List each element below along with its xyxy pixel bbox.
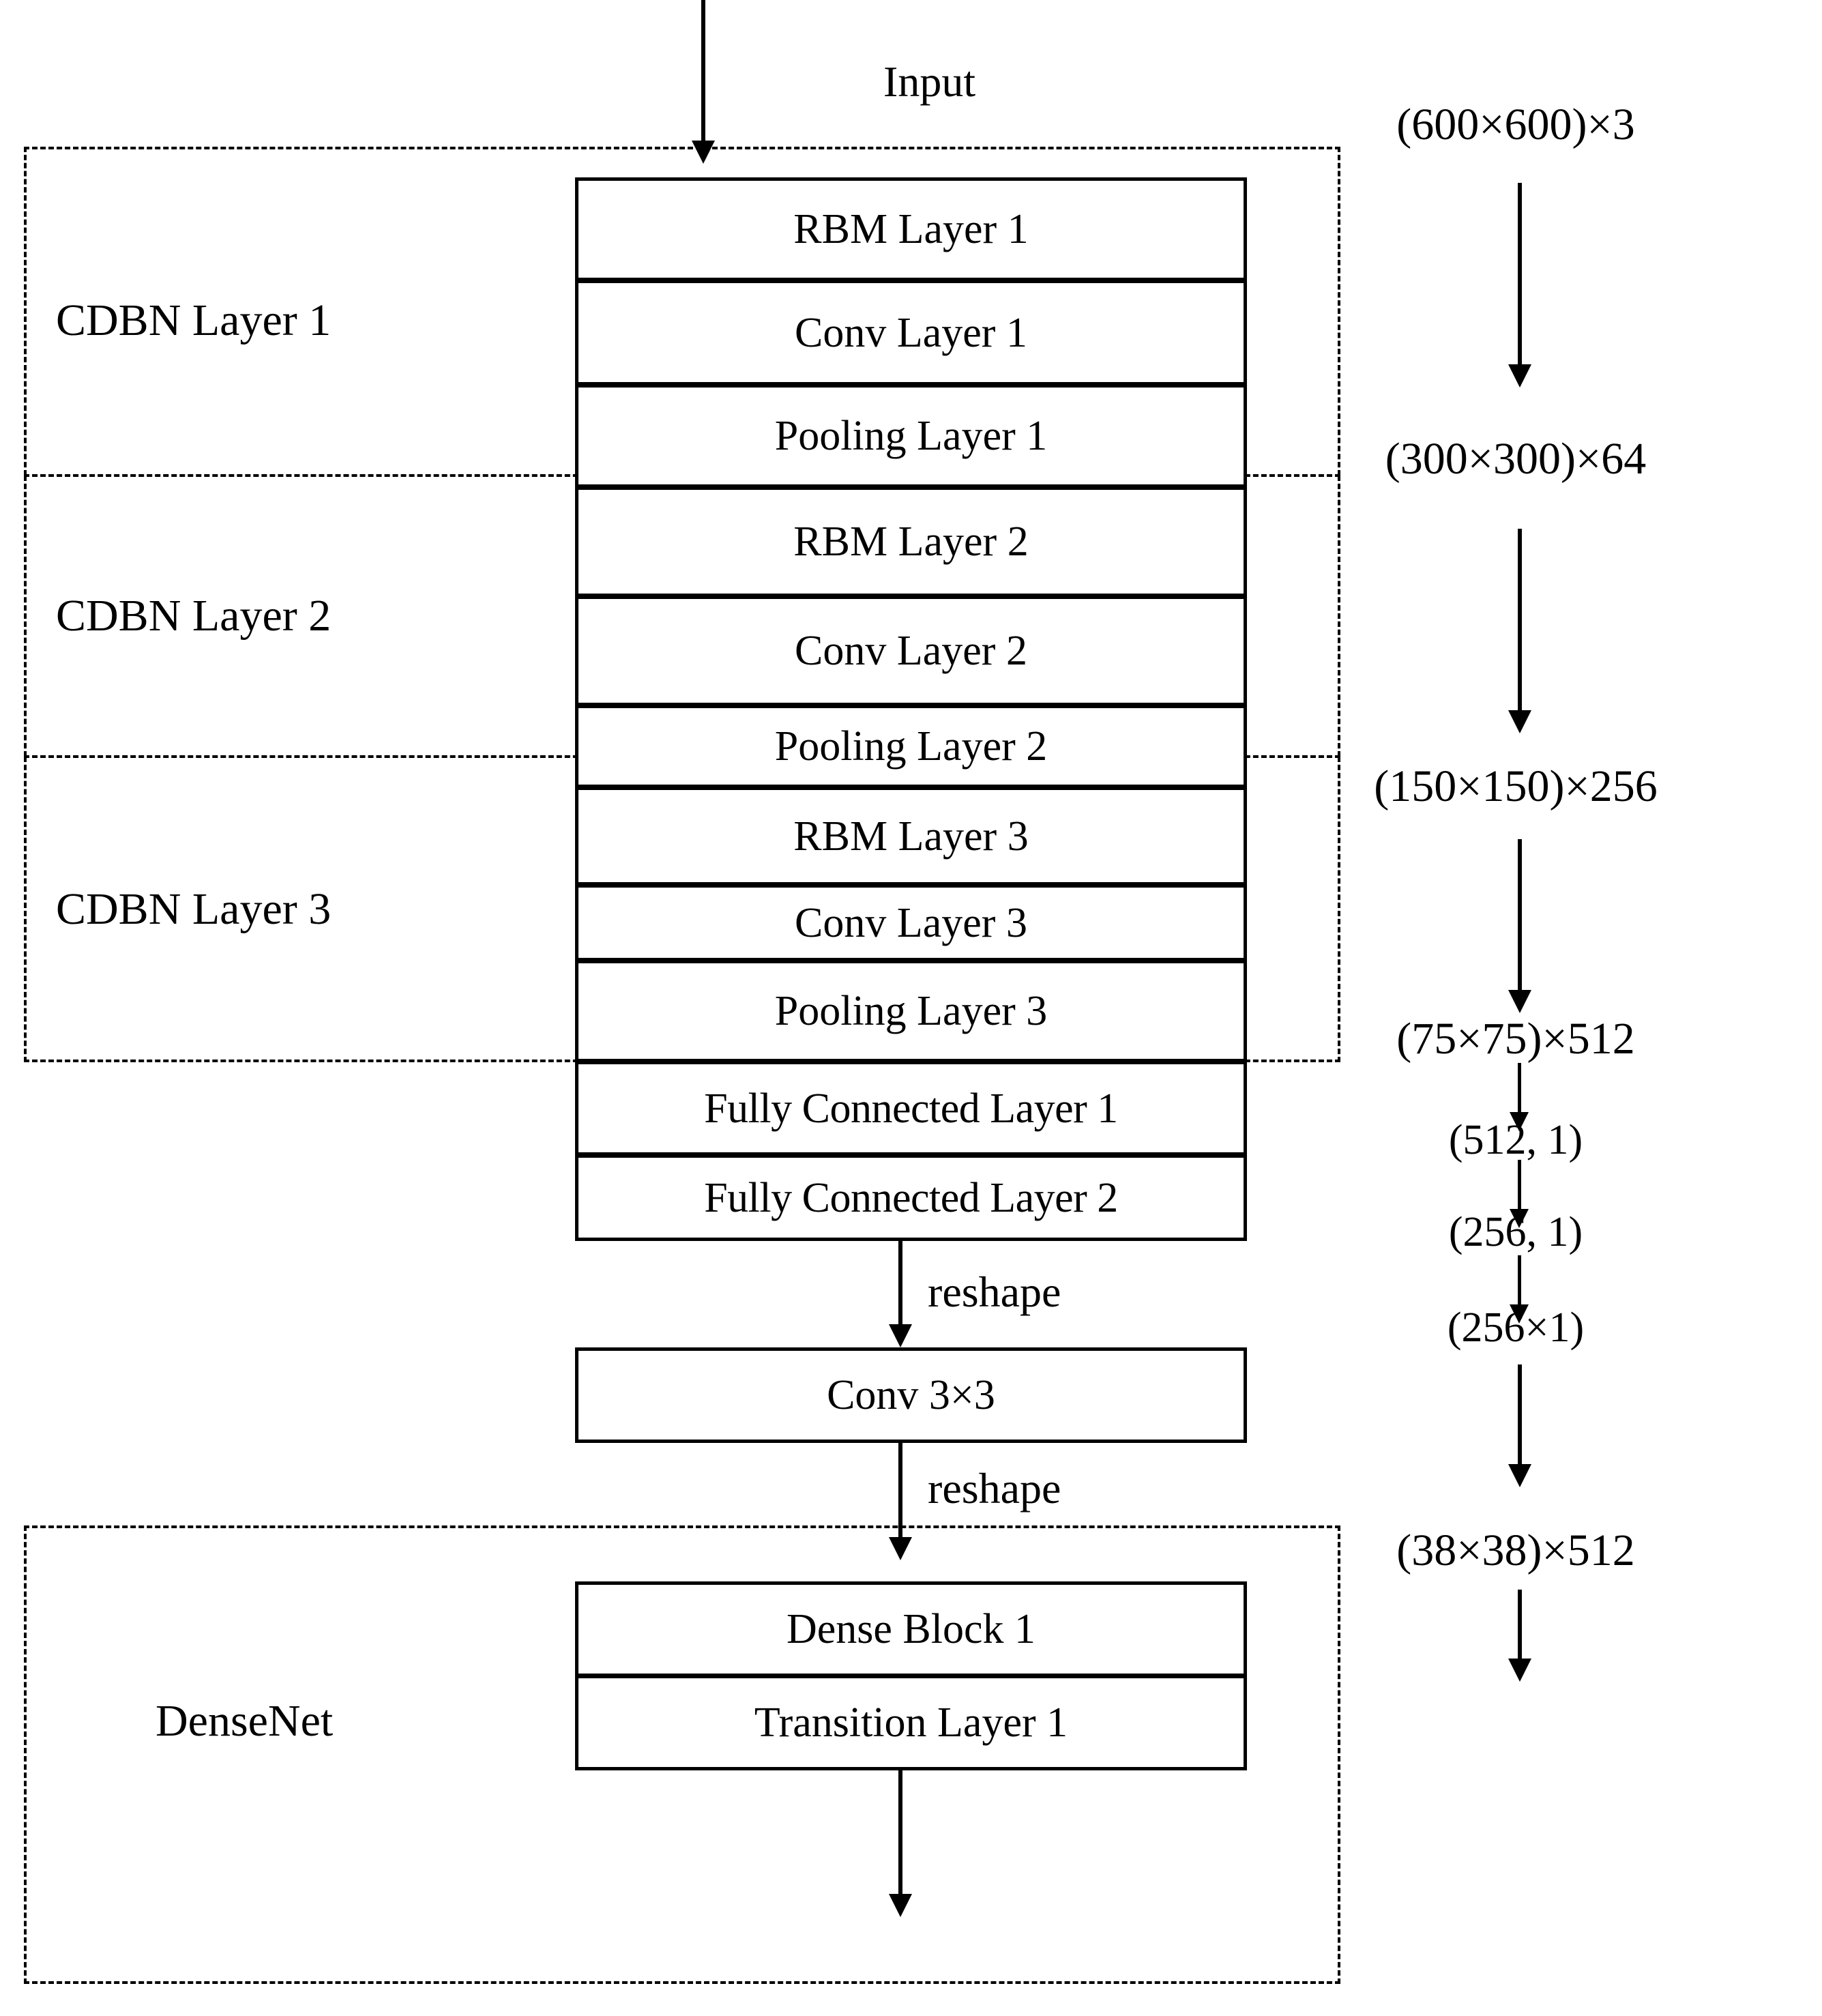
- dimension-label-150x150x256: (150×150)×256: [1374, 761, 1658, 811]
- dense-block-1-box[interactable]: Dense Block 1: [575, 1581, 1247, 1677]
- input-label: Input: [883, 57, 976, 106]
- cdbn-group-2-label: CDBN Layer 2: [56, 591, 332, 641]
- layer-box-fc-1[interactable]: Fully Connected Layer 1: [575, 1061, 1247, 1156]
- layer-box-rbm-2[interactable]: RBM Layer 2: [575, 486, 1247, 597]
- dimension-label-256-1: (256, 1): [1448, 1209, 1583, 1255]
- reshape-arrow-2: [888, 1443, 913, 1560]
- dimension-arrow-5: [1509, 1160, 1529, 1228]
- dimension-label-75x75x512: (75×75)×512: [1396, 1014, 1635, 1064]
- dimension-label-512-1: (512, 1): [1448, 1117, 1583, 1163]
- densenet-output-arrow: [888, 1770, 913, 1917]
- layer-box-rbm-1[interactable]: RBM Layer 1: [575, 177, 1247, 281]
- layer-box-conv-2[interactable]: Conv Layer 2: [575, 596, 1247, 706]
- layer-box-conv-3[interactable]: Conv Layer 3: [575, 884, 1247, 961]
- layer-box-rbm-3[interactable]: RBM Layer 3: [575, 787, 1247, 886]
- reshape-label-2: reshape: [928, 1464, 1061, 1513]
- layer-box-fc-2[interactable]: Fully Connected Layer 2: [575, 1154, 1247, 1241]
- cdbn-group-3-label: CDBN Layer 3: [56, 884, 332, 934]
- reshape-label-1: reshape: [928, 1268, 1061, 1316]
- layer-box-pooling-2[interactable]: Pooling Layer 2: [575, 705, 1247, 788]
- layer-box-pooling-1[interactable]: Pooling Layer 1: [575, 384, 1247, 488]
- cdbn-group-1-label: CDBN Layer 1: [56, 295, 332, 345]
- layer-box-conv-1[interactable]: Conv Layer 1: [575, 280, 1247, 385]
- densenet-group-label: DenseNet: [156, 1696, 334, 1746]
- cdbn-group-2-frame: [24, 476, 1340, 757]
- dimension-label-38x38x512: (38×38)×512: [1396, 1525, 1635, 1575]
- dimension-arrow-6: [1509, 1255, 1529, 1324]
- dimension-label-256x1: (256×1): [1447, 1304, 1585, 1351]
- dimension-arrow-1: [1508, 183, 1532, 388]
- dimension-label-600x600x3: (600×600)×3: [1396, 100, 1635, 149]
- dimension-arrow-2: [1508, 529, 1532, 733]
- reshape-arrow-1: [888, 1241, 913, 1347]
- densenet-group-frame: [24, 1525, 1340, 1984]
- cdbn-group-1-frame: [24, 147, 1340, 476]
- transition-layer-1-box[interactable]: Transition Layer 1: [575, 1675, 1247, 1770]
- dimension-arrow-4: [1509, 1063, 1529, 1131]
- conv-3x3-box[interactable]: Conv 3×3: [575, 1347, 1247, 1443]
- dimension-label-300x300x64: (300×300)×64: [1385, 434, 1647, 484]
- dimension-arrow-8: [1508, 1590, 1532, 1682]
- input-arrow: [691, 0, 716, 164]
- layer-box-pooling-3[interactable]: Pooling Layer 3: [575, 960, 1247, 1062]
- dimension-arrow-3: [1508, 839, 1532, 1013]
- dimension-arrow-7: [1508, 1364, 1532, 1487]
